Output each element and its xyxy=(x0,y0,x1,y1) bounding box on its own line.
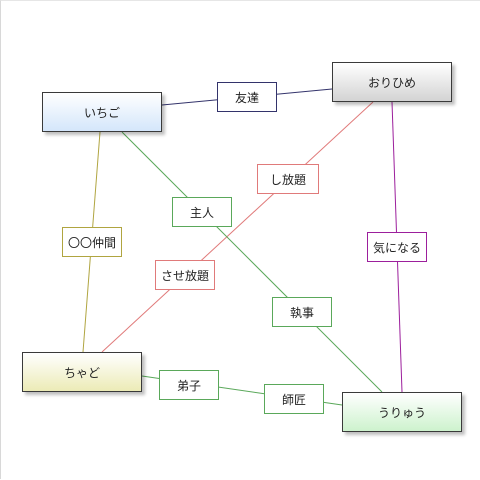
edge-label-disciple[interactable]: 弟子 xyxy=(159,370,219,400)
edge-orihime-chad xyxy=(101,101,374,353)
node-chad[interactable]: ちゃど xyxy=(22,352,142,392)
edge-label-mentor[interactable]: 師匠 xyxy=(264,384,324,414)
edge-label-nakama[interactable]: 〇〇仲間 xyxy=(62,227,122,257)
edge-label-sasehoudai[interactable]: させ放題 xyxy=(155,260,215,290)
edge-label-master[interactable]: 主人 xyxy=(172,197,232,227)
edge-label-friend[interactable]: 友達 xyxy=(217,82,277,112)
node-orihime[interactable]: おりひめ xyxy=(332,62,452,102)
edge-label-shihoudai[interactable]: し放題 xyxy=(257,164,319,194)
node-ichigo[interactable]: いちご xyxy=(42,92,162,132)
edge-label-kininaru[interactable]: 気になる xyxy=(367,232,427,262)
edge-label-butler[interactable]: 執事 xyxy=(272,297,332,327)
edge-ichigo-uryu xyxy=(121,131,383,393)
node-uryu[interactable]: うりゅう xyxy=(342,392,462,432)
